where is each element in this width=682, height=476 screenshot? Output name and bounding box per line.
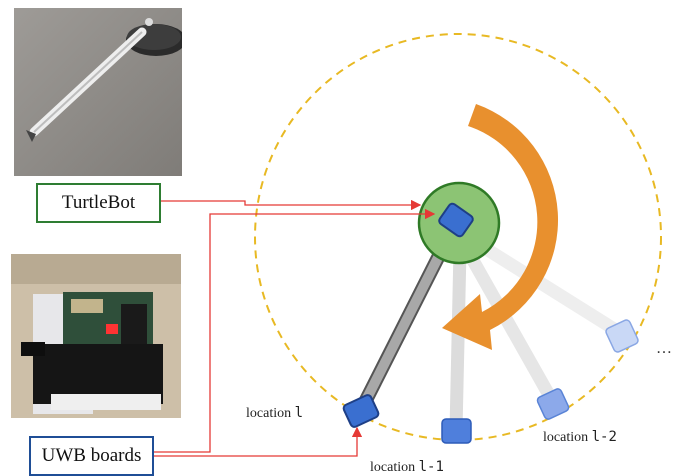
uwb-boards-label: UWB boards (29, 436, 154, 476)
uwb-node-l1 (441, 418, 472, 444)
uwb-boards-label-text: UWB boards (41, 445, 142, 466)
uwb-arrow-location (153, 426, 363, 457)
turtlebot-label: TurtleBot (36, 183, 161, 223)
rotation-arrow-icon (442, 104, 559, 350)
location-l-label: location l (246, 405, 304, 421)
turtlebot-arrow (160, 199, 422, 211)
location-l1-label: location l-1 (370, 459, 444, 475)
uwb-node-l (342, 394, 380, 428)
uwb-arrow-robot (153, 208, 436, 453)
rotation-path-circle (254, 33, 662, 441)
more-locations-ellipsis: … (656, 340, 672, 357)
location-l2-label: location l-2 (543, 429, 617, 445)
uwb-node-ghost-3 (605, 319, 639, 353)
turtlebot-label-text: TurtleBot (61, 192, 136, 213)
ghost-rod-l2 (459, 241, 560, 409)
uwb-node-l2 (536, 388, 570, 420)
uwb-boards-photo (11, 254, 181, 418)
uwb-node-on-robot (438, 202, 474, 238)
ghost-rod-l3 (465, 233, 629, 341)
turtlebot-photo (14, 8, 182, 176)
ghost-rod-l1 (449, 243, 467, 437)
